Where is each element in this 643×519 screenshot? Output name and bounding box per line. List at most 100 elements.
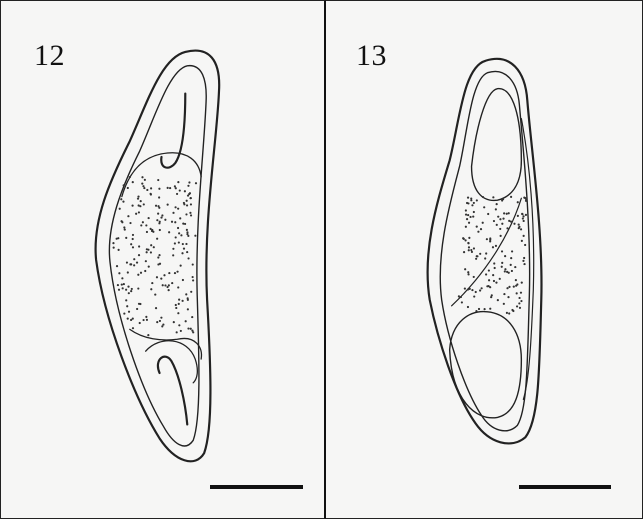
stipple-dot [116, 238, 118, 240]
stipple-dot [525, 214, 527, 216]
stipple-dot [159, 229, 161, 231]
stipple-dot [157, 179, 159, 181]
stipple-dot [185, 320, 187, 322]
stipple-dot [489, 237, 491, 239]
stipple-dot [119, 208, 121, 210]
stipple-dot [145, 260, 147, 262]
stipple-dot [485, 252, 487, 254]
stipple-dot [133, 258, 135, 260]
stipple-dot [163, 274, 165, 276]
stipple-dot [506, 287, 508, 289]
stipple-dot [157, 263, 159, 265]
stipple-dot [508, 212, 510, 214]
stipple-dot [174, 242, 176, 244]
stipple-dot [460, 296, 462, 298]
stipple-dot [493, 220, 495, 222]
stipple-dot [141, 183, 143, 185]
stipple-dot [516, 283, 518, 285]
stipple-dot [168, 231, 170, 233]
stipple-dot [139, 322, 141, 324]
stipple-dot [467, 197, 469, 199]
stipple-dot [486, 285, 488, 287]
stipple-dot [502, 218, 504, 220]
stipple-dot [156, 238, 158, 240]
outer-wall-13 [428, 59, 542, 444]
stipple-dot [150, 251, 152, 253]
stipple-dot [139, 205, 141, 207]
stipple-dot [492, 196, 494, 198]
stipple-dot [192, 263, 194, 265]
stipple-dot [140, 200, 142, 202]
stipple-dot [117, 284, 119, 286]
stipple-dot [187, 235, 189, 237]
stipple-dot [467, 271, 469, 273]
stipple-dot [510, 196, 512, 198]
stipple-dot [157, 213, 159, 215]
scale-bar [519, 485, 611, 489]
stipple-dot [471, 251, 473, 253]
stipple-dot [470, 249, 472, 251]
stipple-dot [153, 246, 155, 248]
stipple-dot [136, 308, 138, 310]
stipple-dot [178, 241, 180, 243]
stipple-dot [177, 312, 179, 314]
stipple-dot [489, 308, 491, 310]
stipple-dot [484, 257, 486, 259]
stipple-dot [487, 213, 489, 215]
stipple-dot [517, 215, 519, 217]
stipple-dot [499, 228, 501, 230]
stipple-dot [513, 285, 515, 287]
stipple-dot [158, 254, 160, 256]
stipple-dot [483, 206, 485, 208]
stipple-dot [195, 182, 197, 184]
stipple-dot [156, 219, 158, 221]
stipple-dot [520, 228, 522, 230]
stipple-dot [520, 300, 522, 302]
stipple-dot [143, 203, 145, 205]
stipple-dot [503, 293, 505, 295]
stipple-dot [180, 234, 182, 236]
stipple-dot [499, 278, 501, 280]
stipple-dot [190, 214, 192, 216]
stipple-dot [180, 265, 182, 267]
stipple-dot [167, 187, 169, 189]
stipple-dot [118, 289, 120, 291]
stipple-dot [506, 312, 508, 314]
stipple-dot [137, 287, 139, 289]
stipple-dot [496, 224, 498, 226]
stipple-dot [467, 242, 469, 244]
stipple-dot [467, 214, 469, 216]
stipple-dot [475, 310, 477, 312]
stipple-dot [174, 206, 176, 208]
stipple-dot [140, 272, 142, 274]
panel-12: 12 [0, 0, 326, 519]
stipple-dot [494, 267, 496, 269]
stipple-dot [508, 286, 510, 288]
stipple-dot [473, 211, 475, 213]
stipple-dot [127, 187, 129, 189]
stipple-dot [468, 237, 470, 239]
stipple-dot [161, 214, 163, 216]
stipple-dot [506, 227, 508, 229]
stipple-dot [486, 238, 488, 240]
stipple-dot [146, 251, 148, 253]
stipple-dot [160, 278, 162, 280]
stipple-dot [121, 277, 123, 279]
stipple-dot [172, 212, 174, 214]
stipple-dot [178, 324, 180, 326]
stipple-dot [188, 181, 190, 183]
stipple-dot [150, 187, 152, 189]
stipple-dot [146, 231, 148, 233]
stipple-dot [186, 251, 188, 253]
stipple-dot [473, 202, 475, 204]
stipple-dot [162, 284, 164, 286]
stipple-dot [118, 272, 120, 274]
stipple-dot [508, 312, 510, 314]
stipple-dot [157, 205, 159, 207]
stipple-dot [476, 226, 478, 228]
stipple-dot [132, 238, 134, 240]
panel-13: 13 [326, 0, 643, 519]
stipple-dot [141, 176, 143, 178]
stipple-dot [467, 273, 469, 275]
stipple-dot [481, 287, 483, 289]
